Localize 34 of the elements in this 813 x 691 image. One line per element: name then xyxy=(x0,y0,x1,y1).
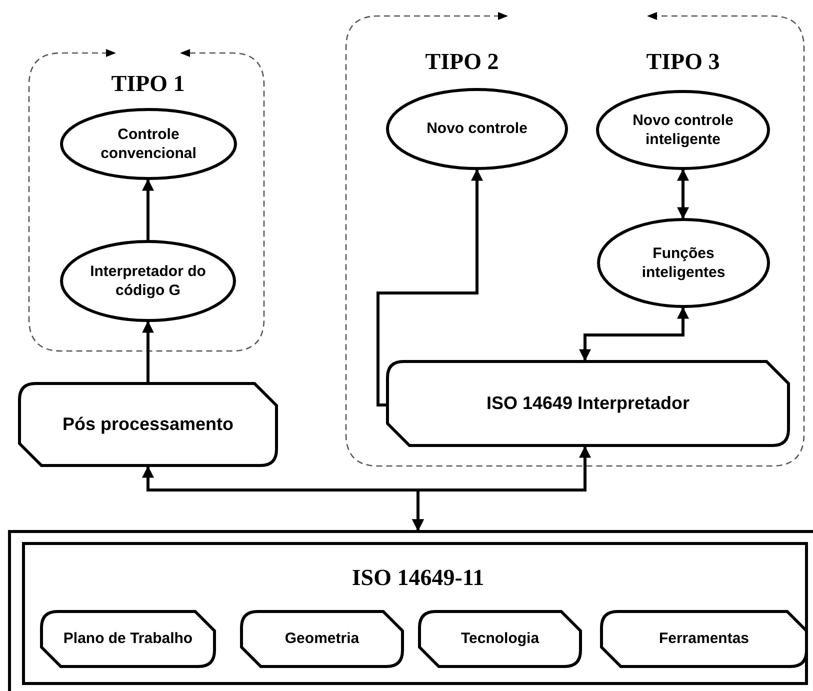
process-box xyxy=(18,382,278,467)
process-box xyxy=(386,360,790,447)
ellipse-node xyxy=(596,90,770,170)
arrow xyxy=(579,306,689,362)
ellipse-node xyxy=(60,240,236,322)
node-label: Controle convencional xyxy=(100,124,198,164)
node-label: Pós processamento xyxy=(62,412,234,436)
node-label: Novo controle inteligente xyxy=(632,110,734,150)
process-box xyxy=(240,610,404,668)
process-box xyxy=(40,610,216,668)
arrow xyxy=(412,446,591,532)
node-label: Novo controle xyxy=(426,119,528,139)
group-heading: TIPO 3 xyxy=(646,49,720,75)
node-label: Funções inteligentes xyxy=(640,244,726,282)
node-label: Plano de Trabalho xyxy=(63,629,193,649)
group-heading: ISO 14649-11 xyxy=(352,565,484,591)
node-label: Ferramentas xyxy=(658,629,750,649)
arrow xyxy=(677,168,689,220)
arrow xyxy=(142,320,154,382)
ellipse-node xyxy=(60,108,237,180)
process-box xyxy=(600,610,808,668)
arrow xyxy=(376,168,483,406)
arrow xyxy=(142,178,154,240)
node-label: Geometria xyxy=(284,629,360,649)
node-label: Interpretador do código G xyxy=(89,262,207,300)
dashed-group xyxy=(28,52,265,352)
group-heading: TIPO 2 xyxy=(425,49,499,75)
ellipse-node xyxy=(386,88,568,170)
process-box xyxy=(418,610,582,668)
ellipse-node xyxy=(597,218,770,308)
node-label: ISO 14649 Interpretador xyxy=(486,392,690,415)
group-heading: TIPO 1 xyxy=(111,71,185,97)
node-label: Tecnologia xyxy=(460,629,540,649)
dashed-group xyxy=(345,15,805,467)
